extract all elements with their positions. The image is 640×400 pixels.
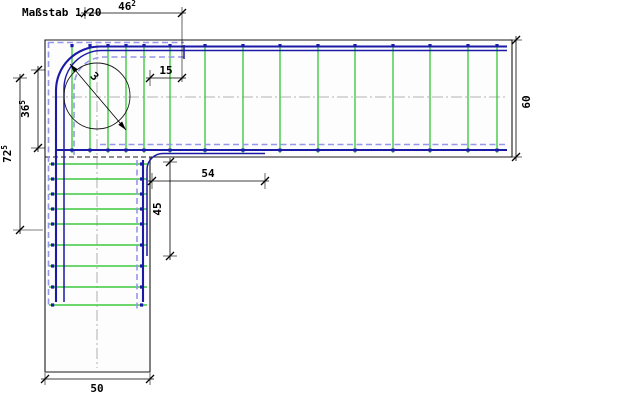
concrete-outline: [44, 39, 513, 373]
dim-lap-horizontal-text: 54: [201, 167, 215, 180]
bar-section-mark: [140, 177, 144, 181]
bar-section-mark: [140, 162, 144, 166]
dimension-tick: [165, 157, 175, 167]
arrowhead-upper: [70, 64, 78, 73]
dimension-tick: [15, 225, 25, 235]
bar-section-mark: [70, 44, 74, 48]
bar-section-mark: [140, 285, 144, 289]
scale-label: Maßstab 1:20: [22, 6, 101, 19]
dimension-tick: [511, 35, 521, 45]
bar-section-mark: [51, 222, 55, 226]
dimension-tick: [40, 374, 50, 384]
dimension-bottom: 50: [40, 373, 155, 395]
dimension-tick: [33, 65, 43, 75]
dimension-lap-horizontal: 54: [147, 167, 270, 189]
dimension-top: 462: [80, 0, 187, 82]
bar-section-mark: [88, 44, 92, 48]
inner-corner-lap-bar: [146, 152, 265, 256]
dimension-tick: [260, 176, 270, 186]
dimension-tick: [147, 176, 157, 186]
bar-section-mark: [140, 303, 144, 307]
secondary-bent-bar: [73, 56, 184, 155]
bar-section-mark: [140, 192, 144, 196]
dimension-tick: [145, 73, 155, 83]
dimension-tick: [511, 152, 521, 162]
bar-section-mark: [51, 177, 55, 181]
dim-anchorage-text: 15: [159, 64, 172, 77]
bar-section-mark: [51, 243, 55, 247]
dim-right-text: 60: [520, 95, 533, 108]
main-bent-bar-outer: [54, 45, 507, 302]
bar-section-mark: [140, 264, 144, 268]
bar-section-mark: [140, 222, 144, 226]
main-bent-bar-inner: [63, 49, 507, 302]
dimension-right: 60: [510, 35, 533, 162]
dimension-left-inner: 365: [18, 65, 45, 153]
dimension-tick: [165, 251, 175, 261]
dimension-anchorage: 15: [145, 64, 187, 86]
dimension-tick: [15, 73, 25, 83]
dimension-tick: [145, 374, 155, 384]
dim-bottom-text: 50: [90, 382, 103, 395]
dimension-lap-vertical: 45: [151, 157, 177, 261]
bar-section-mark: [51, 192, 55, 196]
bar-section-mark: [51, 162, 55, 166]
secondary-bars-group: [47, 41, 507, 310]
arrowhead-lower: [118, 121, 126, 130]
dimension-tick: [80, 8, 90, 18]
main-bars-group: [54, 45, 507, 302]
bar-section-mark: [51, 207, 55, 211]
dim-left-outer-text: 725: [0, 145, 14, 163]
bend-circle: [63, 62, 131, 130]
dimension-tick: [33, 143, 43, 153]
bar-section-mark: [51, 303, 55, 307]
bar-section-mark: [140, 207, 144, 211]
dim-top-text: 462: [118, 0, 136, 13]
dim-left-inner-text: 365: [18, 100, 32, 118]
dimension-tick: [177, 8, 187, 18]
dim-lap-vertical-text: 45: [151, 202, 164, 215]
dimension-left-outer: 725: [0, 73, 43, 235]
bend-diameter-line: [69, 63, 127, 131]
bar-section-mark: [140, 243, 144, 247]
bar-section-mark: [51, 264, 55, 268]
bar-section-mark: [51, 285, 55, 289]
dimension-tick: [177, 73, 187, 83]
